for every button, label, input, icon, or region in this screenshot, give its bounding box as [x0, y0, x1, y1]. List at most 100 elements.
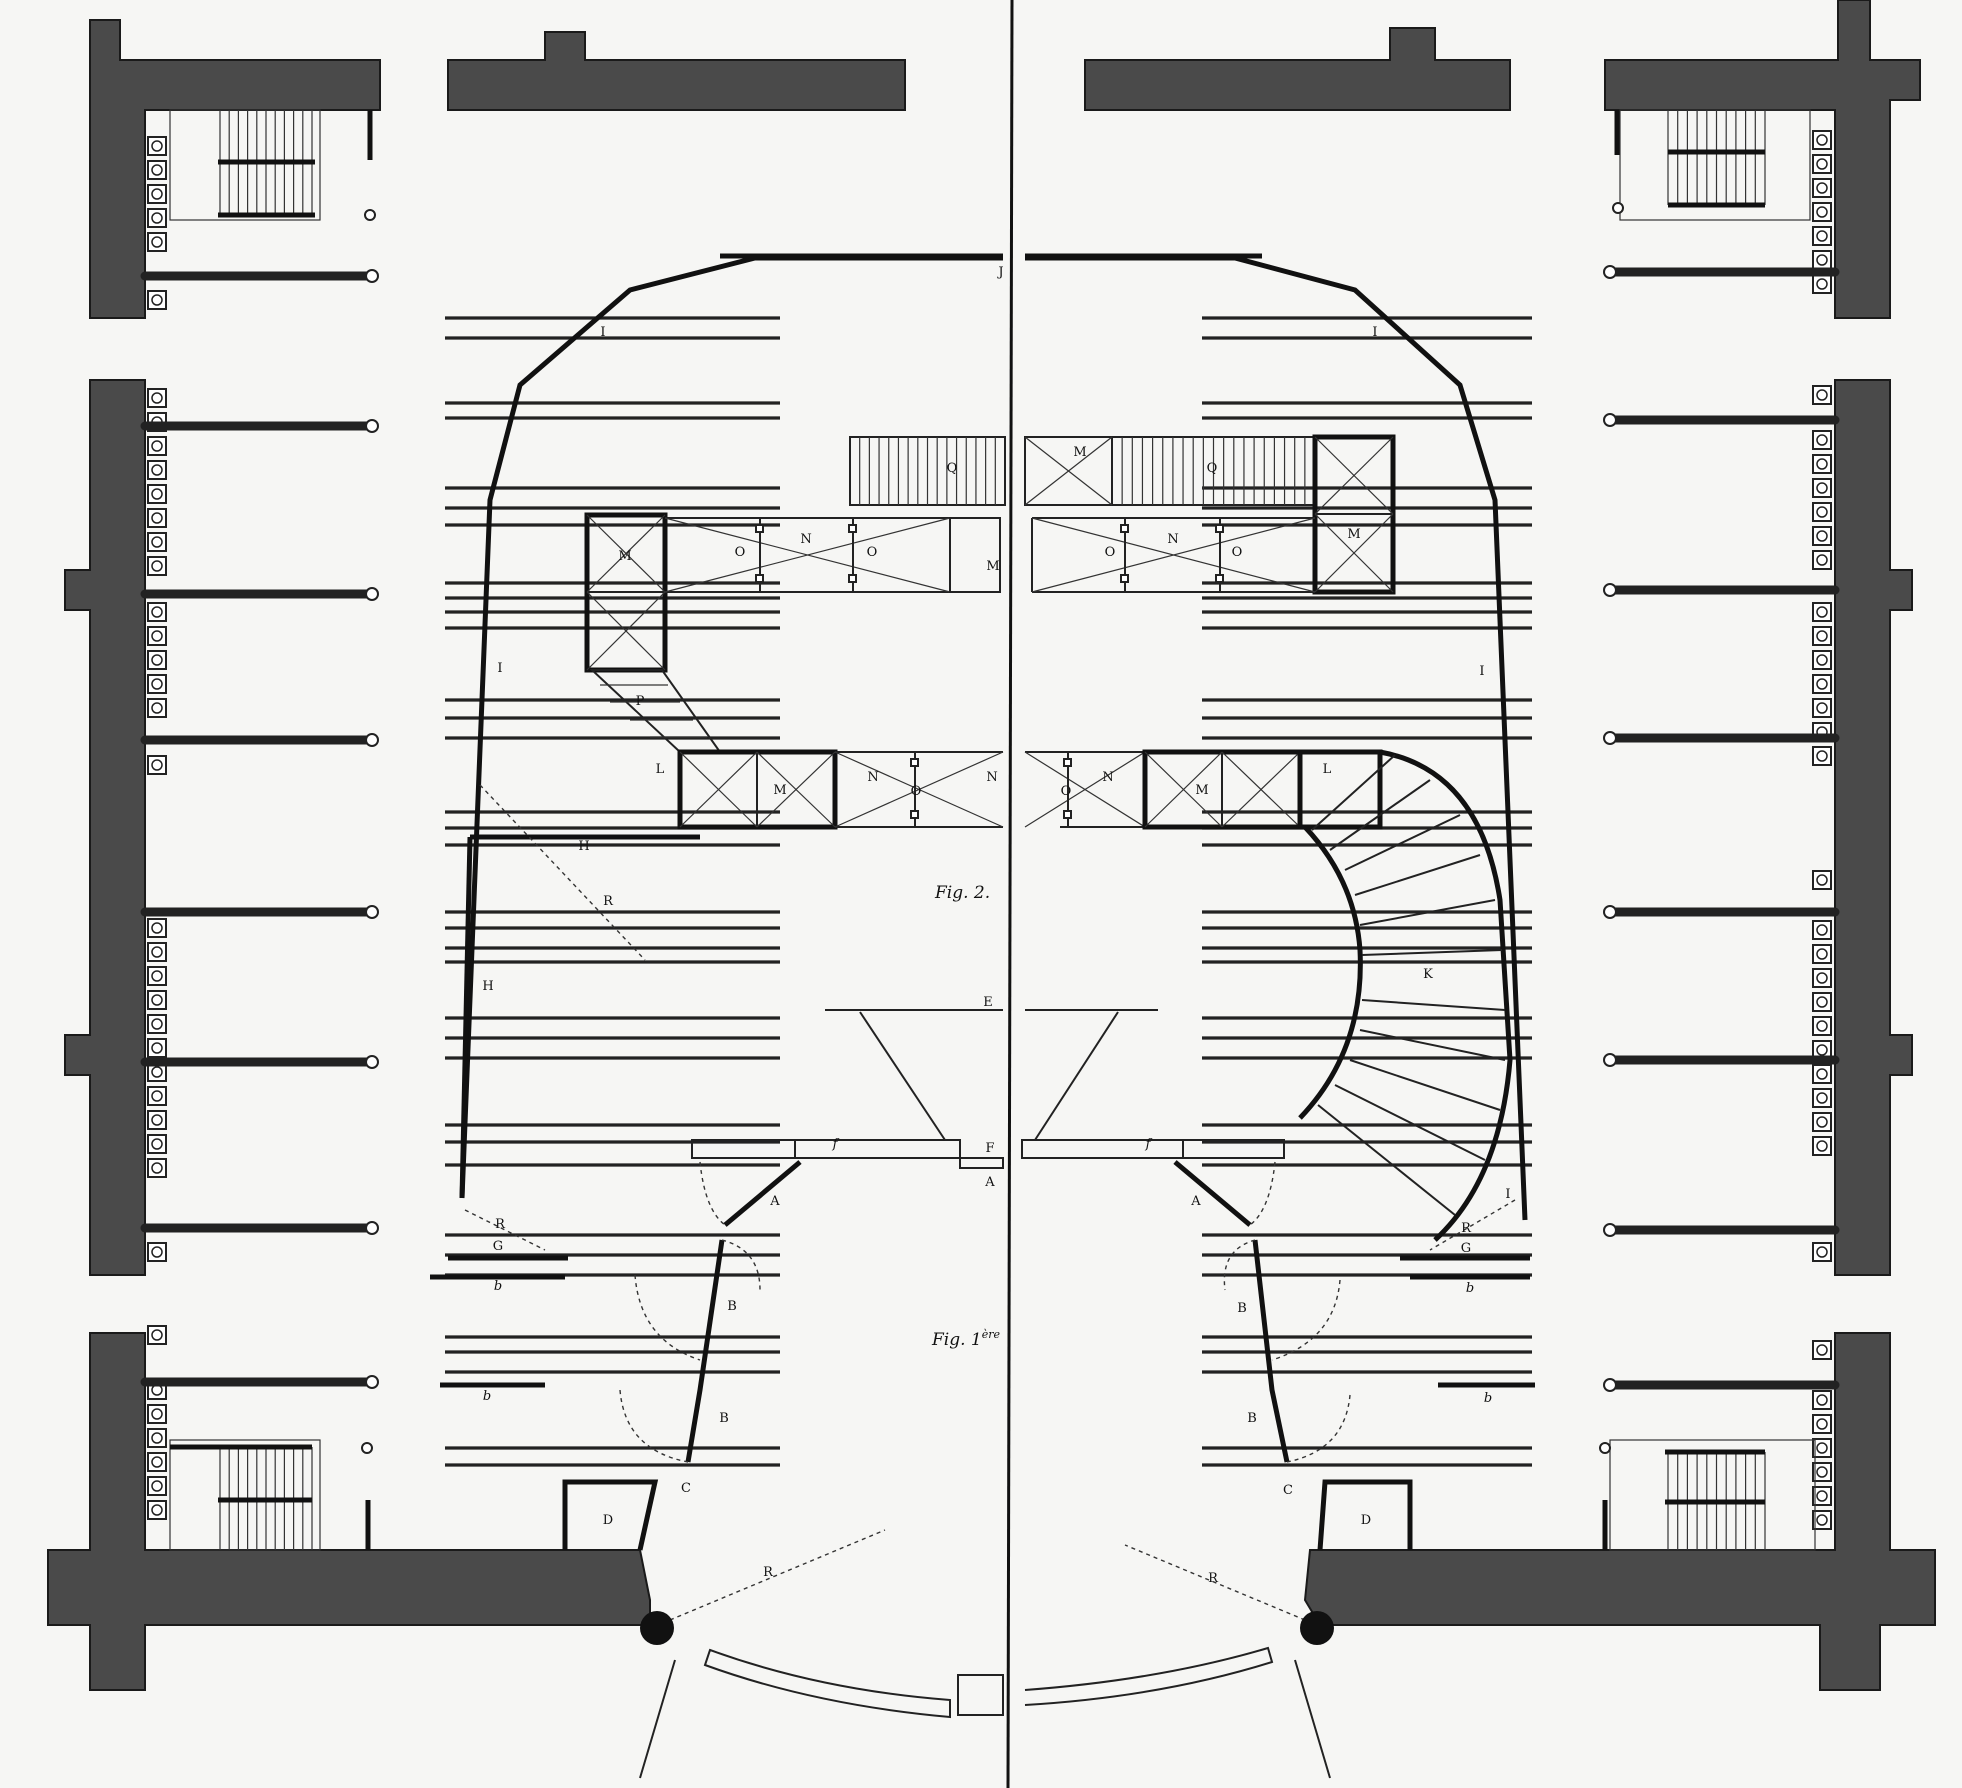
wall-pier-ring [151, 560, 163, 572]
label-R: R [603, 894, 614, 909]
wall-pier-ring [1816, 1092, 1828, 1104]
carriage-lower-left [589, 669, 1004, 830]
left-outer-wall [47, 19, 651, 1691]
wall-pier [147, 755, 167, 775]
wall-pier-ring [151, 1114, 163, 1126]
wall-pier-ring [151, 1138, 163, 1150]
stair-K-tread [1361, 999, 1506, 1011]
left-wall-piers [147, 136, 167, 1520]
wall-pier [147, 460, 167, 480]
wall-pier-ring [1816, 158, 1828, 170]
wall-pier-ring [151, 512, 163, 524]
figure-1-caption: Fig. 1ère [931, 1328, 1001, 1350]
frame-I [459, 253, 1528, 1221]
wall-pier-ring [1816, 278, 1828, 290]
wall-pier [1812, 650, 1832, 670]
label-H: H [578, 839, 589, 854]
proscenium-arc [639, 1611, 1334, 1779]
label-Q: Q [1207, 461, 1218, 476]
wall-pier-ring [151, 1480, 163, 1492]
wall-pier-ring [151, 1408, 163, 1420]
stair-bottom-right [1599, 1439, 1816, 1551]
wall-pier [147, 484, 167, 504]
label-M: M [1195, 783, 1208, 798]
label-K: K [1423, 967, 1433, 982]
wall-pier-ring [1816, 1068, 1828, 1080]
wall-pier-ring [151, 678, 163, 690]
label-D: D [1361, 1513, 1371, 1528]
wall-pier-ring [151, 464, 163, 476]
wall-pier [1812, 1462, 1832, 1482]
rails-G-b [430, 1255, 1535, 1388]
label-H: H [482, 979, 493, 994]
wall-pier-ring [151, 440, 163, 452]
wall-pier-ring [1816, 606, 1828, 618]
label-F: F [985, 1141, 994, 1156]
wall-pier-ring [1816, 254, 1828, 266]
wall-pier-ring [151, 630, 163, 642]
wall-pier-ring [1816, 206, 1828, 218]
wall-pier [147, 1110, 167, 1130]
wall-pier [147, 650, 167, 670]
stair-K-tread [1349, 1059, 1501, 1111]
wall-pier-ring [1816, 972, 1828, 984]
wall-pier [1812, 478, 1832, 498]
right-cross-beams [1603, 265, 1840, 1392]
label-N: N [1102, 770, 1113, 785]
stair-K-tread [1329, 779, 1431, 851]
wall-pier [1812, 674, 1832, 694]
label-f: f [1145, 1137, 1153, 1152]
wall-pier-ring [1816, 1020, 1828, 1032]
label-D: D [603, 1513, 613, 1528]
beam-end [365, 587, 379, 601]
label-J: J [996, 265, 1003, 280]
wall-pier-ring [151, 294, 163, 306]
wall-pier [147, 184, 167, 204]
wall-pier [147, 942, 167, 962]
wall-pier-ring [1816, 1246, 1828, 1258]
wall-pier-ring [151, 1042, 163, 1054]
column-left [640, 1611, 674, 1645]
wall-pier [1812, 1136, 1832, 1156]
label-N: N [867, 770, 878, 785]
wall-pier-ring [151, 188, 163, 200]
carriage-upper-right [1024, 434, 1396, 595]
wall-pier-ring [151, 946, 163, 958]
wall-pier [147, 290, 167, 310]
wall-pier [147, 1038, 167, 1058]
wall-pier [147, 1325, 167, 1345]
wall-pier [147, 966, 167, 986]
wall-pier-ring [1816, 389, 1828, 401]
beam-end [365, 905, 379, 919]
label-P: P [636, 694, 645, 709]
wall-pier [1812, 920, 1832, 940]
beam-end [1603, 1378, 1617, 1392]
wall-pier [1812, 1340, 1832, 1360]
label-M: M [618, 549, 631, 564]
label-L: L [1323, 762, 1332, 777]
wall-pier [1812, 1510, 1832, 1530]
wall-pier [1812, 626, 1832, 646]
wall-pier-ring [1816, 1394, 1828, 1406]
label-G: G [1461, 1241, 1471, 1256]
beam-end [1603, 1053, 1617, 1067]
wall-pier [147, 1242, 167, 1262]
wall-pier-ring [151, 1066, 163, 1078]
wall-pier-ring [1816, 1418, 1828, 1430]
wall-pier [147, 602, 167, 622]
wall-pier [1812, 944, 1832, 964]
stair-K-tread [1311, 754, 1396, 831]
carriage-upper-left [584, 436, 1006, 673]
wall-pier [1812, 1016, 1832, 1036]
label-f: f [832, 1137, 840, 1152]
wall-pier-ring [1816, 702, 1828, 714]
wall-pier-ring [1816, 1514, 1828, 1526]
figure-1-superscript: ère [982, 1328, 1001, 1341]
wall-pier [1812, 602, 1832, 622]
wall-pier-ring [1816, 134, 1828, 146]
wall-pier-ring [1816, 434, 1828, 446]
wall-pier [147, 1134, 167, 1154]
stair-K-tread [1317, 1104, 1456, 1216]
label-N: N [800, 532, 811, 547]
label-M: M [1073, 445, 1086, 460]
